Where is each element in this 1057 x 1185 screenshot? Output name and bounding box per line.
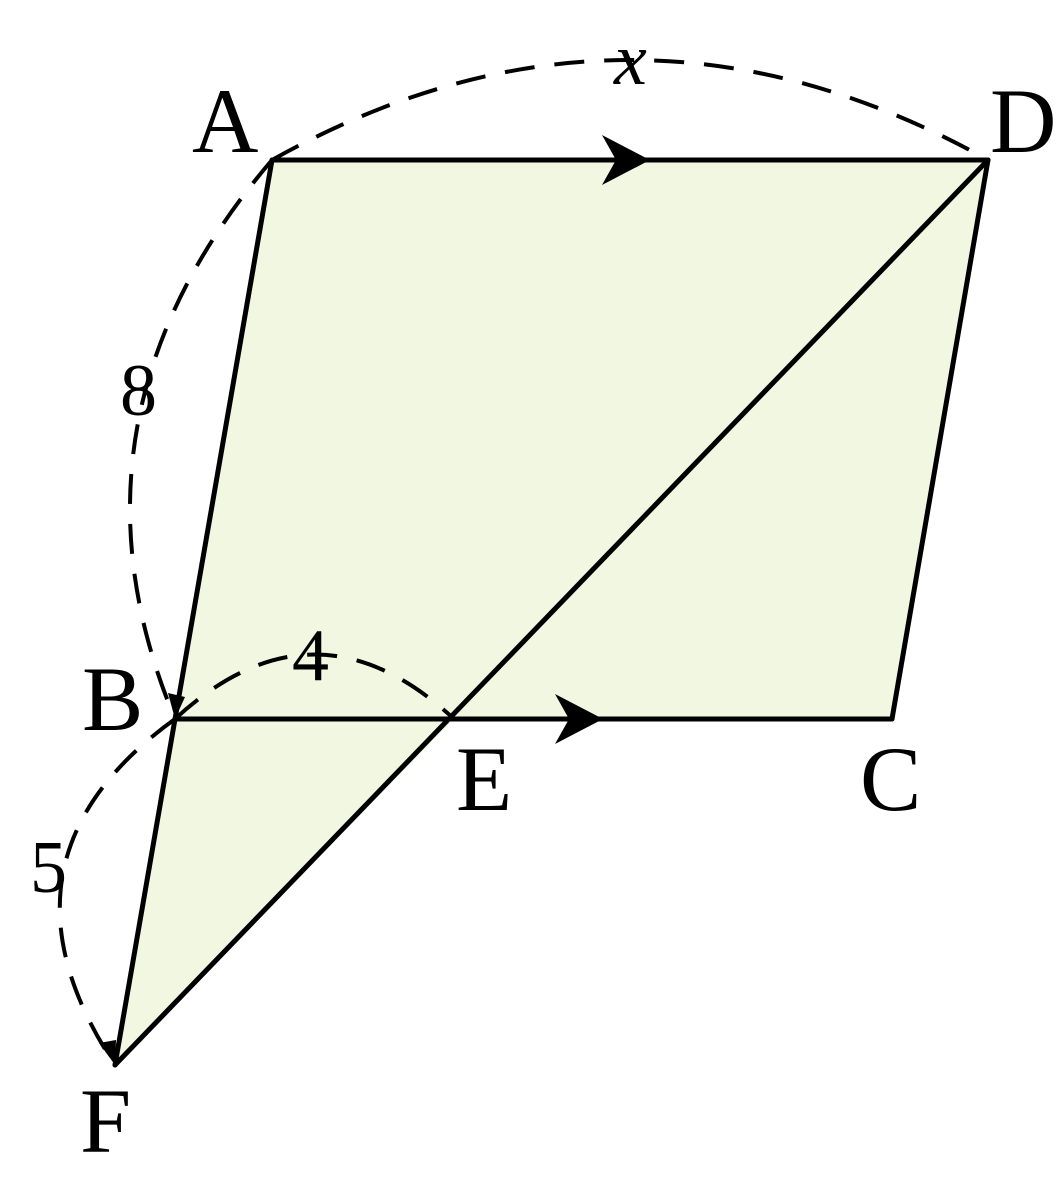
vertex-label-e: E [456, 728, 512, 830]
measure-label-ab: 8 [120, 350, 157, 432]
parallel-mark-ad [602, 135, 650, 185]
measure-arc-ad [271, 58, 989, 162]
edge-dc [889, 157, 991, 722]
parallelogram-fill [175, 160, 988, 719]
arrowhead-at-f [99, 1040, 116, 1065]
parallel-mark-bc [555, 694, 603, 744]
edge-df [112, 157, 991, 1068]
measure-label-be: 4 [292, 615, 329, 697]
vertex-label-f: F [80, 1070, 131, 1172]
vertex-label-c: C [860, 728, 921, 830]
measure-arc-ab [128, 158, 274, 720]
vertex-label-b: B [82, 648, 143, 750]
measure-arc-bf [57, 717, 177, 1067]
vertex-label-a: A [192, 70, 258, 172]
measure-label-bf: 5 [30, 827, 67, 909]
measure-arc-be [173, 652, 456, 721]
vertex-label-d: D [990, 70, 1056, 172]
edge-af [112, 157, 275, 1068]
measure-label-ad: x [613, 19, 647, 101]
